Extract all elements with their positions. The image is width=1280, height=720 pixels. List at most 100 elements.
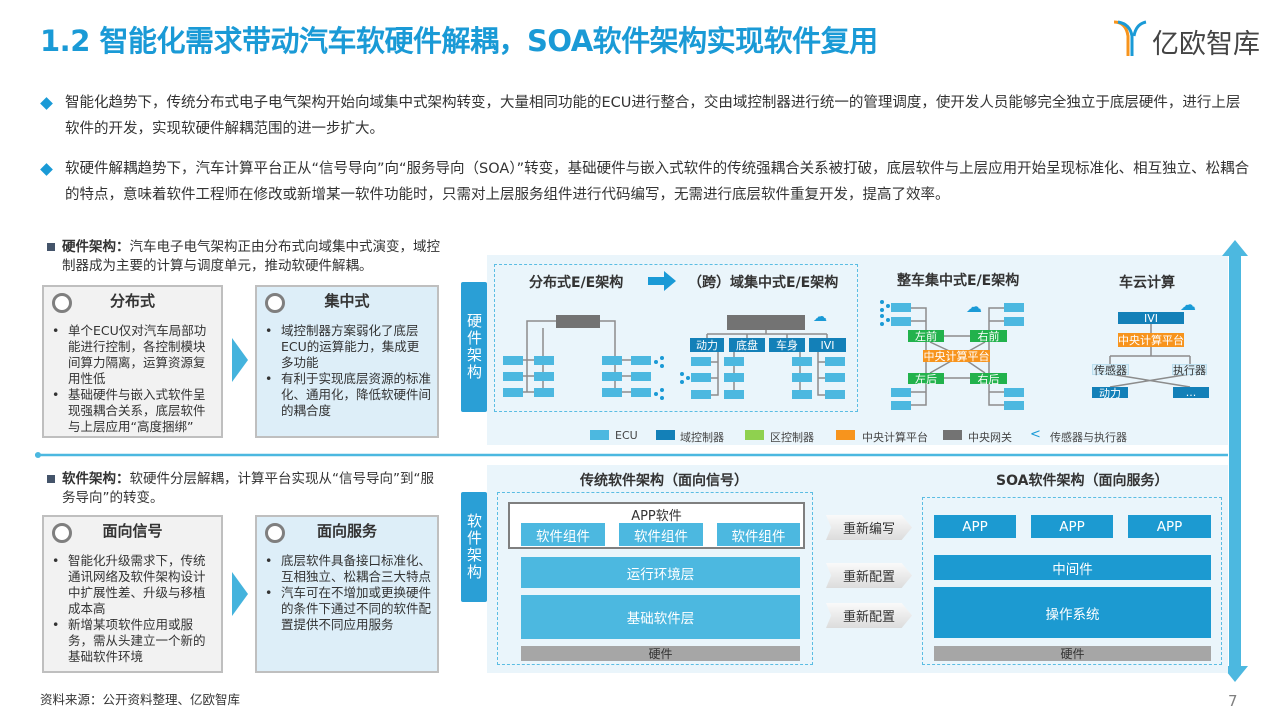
ecu-box <box>825 390 845 399</box>
card-item: 基础硬件与嵌入式软件呈现强耦合关系，底层软件与上层应用“高度捆绑” <box>50 387 215 435</box>
zone-box: 左后 <box>908 373 944 386</box>
basic-software-layer: 基础软件层 <box>521 595 800 639</box>
more-box: ... <box>1173 386 1209 399</box>
share-icon: < <box>1030 427 1041 442</box>
runtime-layer: 运行环境层 <box>521 557 800 588</box>
card-service-oriented: 面向服务 底层软件具备接口标准化、互相独立、松耦合三大特点汽车可在不增加或更换硬… <box>255 515 439 673</box>
ecu-box <box>1004 303 1024 312</box>
card-item: 有利于实现底层资源的标准化、通用化，降低软硬件间的耦合度 <box>263 371 431 419</box>
card-item: 汽车可在不增加或更换硬件的条件下通过不同的软件配置提供不同应用服务 <box>263 585 431 633</box>
domain-box: 底盘 <box>729 338 765 352</box>
software-heading: 软件架构：软硬件分层解耦，计算平台实现从“信号导向”到“服务导向”的转变。 <box>45 470 445 508</box>
ecu-box <box>602 372 622 381</box>
card-centralized: 集中式 域控制器方案弱化了底层ECU的运算能力，集成更多功能有利于实现底层资源的… <box>255 285 439 438</box>
gateway-box <box>727 315 805 330</box>
ecu-box <box>1004 317 1024 326</box>
soa-arch-title: SOA软件架构（面向服务） <box>996 473 1169 489</box>
legend-swatch-gateway <box>943 430 962 440</box>
traditional-arch <box>497 492 813 665</box>
ecu-box <box>534 388 554 397</box>
card-title: 面向服务 <box>316 522 377 540</box>
legend-label: 中央网关 <box>968 431 1012 444</box>
software-heading-bold: 软件架构： <box>62 471 130 487</box>
cloud-icon: ☁ <box>1180 295 1196 314</box>
vertical-double-arrow <box>1222 240 1248 682</box>
page-number: 7 <box>1228 692 1238 710</box>
circle-icon <box>52 293 72 313</box>
legend-label: 区控制器 <box>770 431 814 444</box>
source-note: 资料来源：公开资料整理、亿欧智库 <box>40 692 241 707</box>
actuator-box: 执行器 <box>1172 363 1207 377</box>
ecu-box <box>891 317 911 326</box>
share-icons <box>654 300 890 400</box>
domain-box: IVI <box>809 338 846 352</box>
card-title: 分布式 <box>109 292 155 310</box>
ecu-box <box>724 357 744 366</box>
ecu-box <box>631 372 651 381</box>
app-box: APP <box>1031 515 1113 538</box>
arrow-right-icon <box>232 338 248 382</box>
ecu-box <box>534 356 554 365</box>
hardware-layer: 硬件 <box>934 646 1211 661</box>
os-layer: 操作系统 <box>934 587 1211 638</box>
ecu-box <box>691 390 711 399</box>
bullet-text: 智能化趋势下，传统分布式电子电气架构开始向域集中式架构转变，大量相同功能的ECU… <box>65 95 1241 137</box>
bullet-text: 软硬件解耦趋势下，汽车计算平台正从“信号导向”向“服务导向（SOA）”转变，基础… <box>65 161 1250 203</box>
traditional-arch-title: 传统软件架构（面向信号） <box>580 473 748 489</box>
page-title: 1.2 智能化需求带动汽车软硬件解耦，SOA软件架构实现软件复用 <box>40 24 878 58</box>
ecu-box <box>534 372 554 381</box>
hardware-heading: 硬件架构：汽车电子电气架构正由分布式向域集中式演变，域控制器成为主要的计算与调度… <box>45 238 445 276</box>
transition-reconfigure: 重新配置 <box>826 603 912 628</box>
ecu-box <box>891 388 911 397</box>
legend-label: 传感器与执行器 <box>1050 431 1127 444</box>
card-title: 集中式 <box>324 292 370 310</box>
software-heading-text: 软硬件分层解耦，计算平台实现从“信号导向”到“服务导向”的转变。 <box>62 471 434 506</box>
software-component: 软件组件 <box>619 523 703 546</box>
circle-icon <box>52 523 72 543</box>
central-platform-box: 中央计算平台 <box>1118 333 1184 347</box>
ecu-box <box>724 373 744 382</box>
logo-icon <box>1113 20 1147 56</box>
app-box: APP <box>934 515 1016 538</box>
title-domain: （跨）域集中式E/E架构 <box>688 275 839 291</box>
power-box: 动力 <box>1092 387 1128 400</box>
legend-label: 域控制器 <box>680 431 724 444</box>
ecu-box <box>792 390 812 399</box>
app-software-label: APP软件 <box>631 509 682 524</box>
software-component: 软件组件 <box>521 523 605 546</box>
card-distributed: 分布式 单个ECU仅对汽车局部功能进行控制，各控制模块间算力隔离，运算资源复用性… <box>42 285 223 438</box>
cloud-icon: ☁ <box>813 309 827 325</box>
ecu-box <box>825 357 845 366</box>
ecu-box <box>825 373 845 382</box>
card-item: 域控制器方案弱化了底层ECU的运算能力，集成更多功能 <box>263 323 431 371</box>
ecu-box <box>1004 401 1024 410</box>
ivi-box: IVI <box>1118 312 1184 325</box>
zone-box: 左前 <box>908 330 944 343</box>
ecu-box <box>792 357 812 366</box>
cloud-icon: ☁ <box>966 297 982 316</box>
bullet-2: 软硬件解耦趋势下，汽车计算平台正从“信号导向”向“服务导向（SOA）”转变，基础… <box>40 156 1250 208</box>
ecu-box <box>631 356 651 365</box>
card-title: 面向信号 <box>102 522 163 540</box>
title-cloud: 车云计算 <box>1119 275 1175 291</box>
card-item: 底层软件具备接口标准化、互相独立、松耦合三大特点 <box>263 553 431 585</box>
arrow-right-icon <box>648 271 676 291</box>
bullet-1: 智能化趋势下，传统分布式电子电气架构开始向域集中式架构转变，大量相同功能的ECU… <box>40 90 1250 142</box>
circle-icon <box>265 293 285 313</box>
ecu-box <box>691 357 711 366</box>
title-vehicle: 整车集中式E/E架构 <box>897 273 1020 289</box>
card-item: 新增某项软件应用或服务，需从头建立一个新的基础软件环境 <box>50 617 215 665</box>
title-distributed: 分布式E/E架构 <box>529 275 624 291</box>
soa-arch <box>922 497 1222 665</box>
square-bullet-icon <box>47 243 55 251</box>
ecu-box <box>503 356 523 365</box>
logo-text: 亿欧智库 <box>1152 29 1260 60</box>
transition-reconfigure: 重新配置 <box>826 563 912 588</box>
zone-box: 右后 <box>970 373 1007 386</box>
ecu-box <box>602 356 622 365</box>
hardware-heading-bold: 硬件架构： <box>62 239 130 255</box>
legend-swatch-domain <box>656 430 675 440</box>
ecu-box <box>503 388 523 397</box>
software-label: 软件架构 <box>461 492 487 602</box>
